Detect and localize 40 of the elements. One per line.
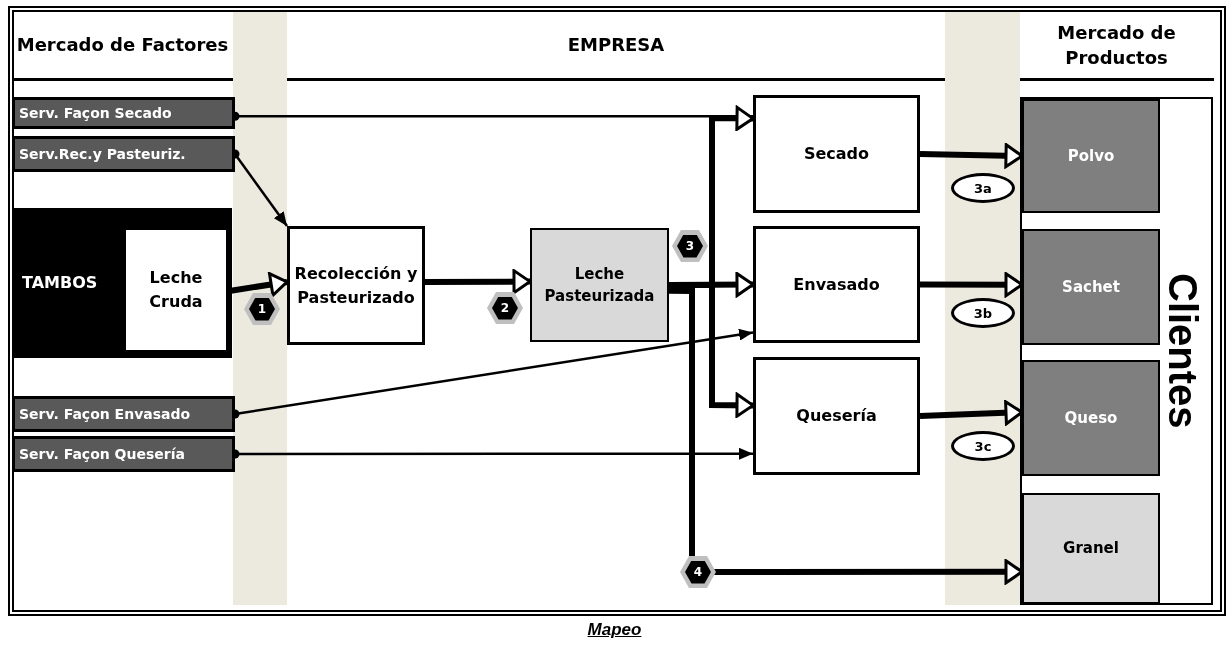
- column-header: Mercado de Factores: [15, 33, 230, 58]
- service-box: [12, 136, 235, 172]
- process-box: [753, 95, 920, 213]
- caption: Mapeo: [587, 620, 642, 640]
- node-label: Recolección y Pasteurizado: [293, 262, 419, 309]
- node-label: Envasado: [793, 273, 880, 296]
- node-label: Quesería: [796, 405, 877, 427]
- node-label: Sachet: [1062, 276, 1120, 298]
- node-label: Queso: [1064, 407, 1118, 429]
- node-label: Serv. Façon Envasado: [19, 404, 191, 424]
- node-label: Leche Cruda: [148, 267, 204, 313]
- node-label: Secado: [803, 143, 870, 165]
- market-box: [1022, 99, 1160, 213]
- step-badge: 4: [680, 556, 716, 588]
- service-box: [12, 436, 235, 472]
- step-badge: 3: [672, 230, 708, 262]
- service-box: [12, 396, 235, 432]
- product-box: [530, 228, 669, 342]
- step-badge: 2: [487, 292, 523, 324]
- node-label: Polvo: [1067, 145, 1115, 167]
- market-box: [1022, 493, 1160, 604]
- clients-box: [1020, 97, 1213, 605]
- node-label: Serv.Rec.y Pasteuriz.: [19, 144, 186, 164]
- node-label: TAMBOS: [22, 272, 98, 294]
- service-box: [12, 97, 235, 129]
- market-box: [1022, 229, 1160, 345]
- process-box: [753, 226, 920, 343]
- column-header: EMPRESA: [566, 33, 666, 58]
- node-label: Serv. Façon Secado: [19, 103, 172, 123]
- clients-label: Clientes: [1160, 273, 1205, 429]
- process-box: [287, 226, 425, 345]
- node-label: Granel: [1063, 538, 1119, 560]
- process-box: [123, 227, 229, 353]
- process-box: [753, 357, 920, 475]
- node-label: Serv. Façon Quesería: [19, 444, 185, 464]
- node-label: Leche Pasteurizada: [543, 263, 656, 307]
- block-arrow: [425, 269, 532, 295]
- column-header: Mercado de Productos: [1056, 20, 1177, 70]
- market-box: [1022, 360, 1160, 476]
- source-box: [12, 208, 232, 358]
